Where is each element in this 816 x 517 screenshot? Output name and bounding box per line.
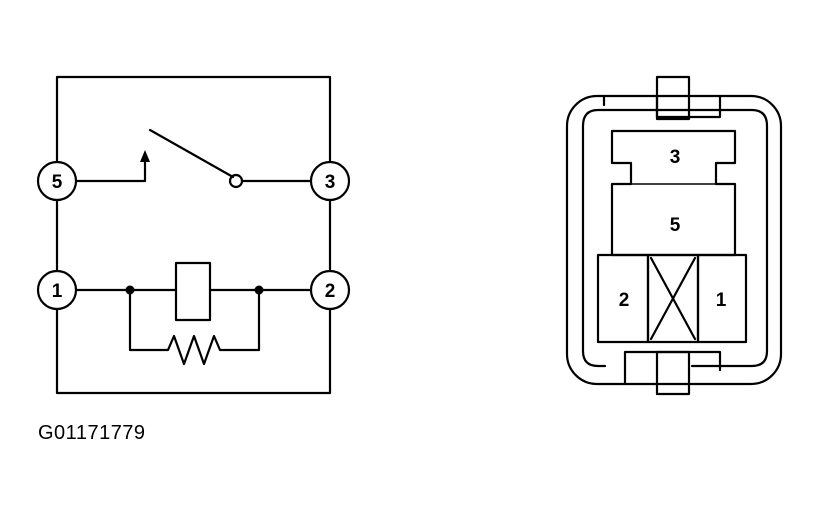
frame-bottom-wire: [55, 307, 332, 395]
relay-coil: [174, 261, 212, 322]
bottom-tab-collar: [623, 350, 722, 386]
cavity-1: [696, 253, 748, 344]
cavity-2-label: 2: [619, 290, 630, 311]
switch-pivot: [228, 173, 244, 189]
figure-id-caption: G01171779: [38, 422, 146, 444]
terminal-2: 2: [309, 269, 351, 311]
switch-input-wire: [75, 158, 147, 183]
cavity-1-label: 1: [716, 290, 727, 311]
cavity-5-label: 5: [670, 215, 681, 236]
svg-text:1: 1: [52, 281, 63, 302]
relay-schematic: 5 3 1 2: [36, 75, 351, 395]
top-locking-tab: [655, 75, 691, 121]
resistor-bypass-wire: [128, 288, 261, 366]
cavity-3-label: 3: [670, 147, 681, 168]
bottom-locking-tab: [655, 350, 691, 396]
terminal-3: 3: [309, 160, 351, 202]
blocked-cross-b: [649, 256, 697, 341]
terminal-5: 5: [36, 160, 78, 202]
svg-text:3: 3: [325, 172, 336, 193]
terminal-1: 1: [36, 269, 78, 311]
connector-housing-inner: [581, 108, 769, 368]
top-tab-collar: [602, 94, 722, 119]
switch-blade: [148, 128, 235, 179]
svg-text:5: 5: [52, 172, 63, 193]
connector-housing-outer: [565, 94, 783, 386]
switch-contact-arrow: [140, 150, 150, 162]
frame-top-wire: [55, 75, 332, 164]
relay-connector: 3 5 2 1: [565, 75, 783, 396]
svg-text:2: 2: [325, 281, 336, 302]
